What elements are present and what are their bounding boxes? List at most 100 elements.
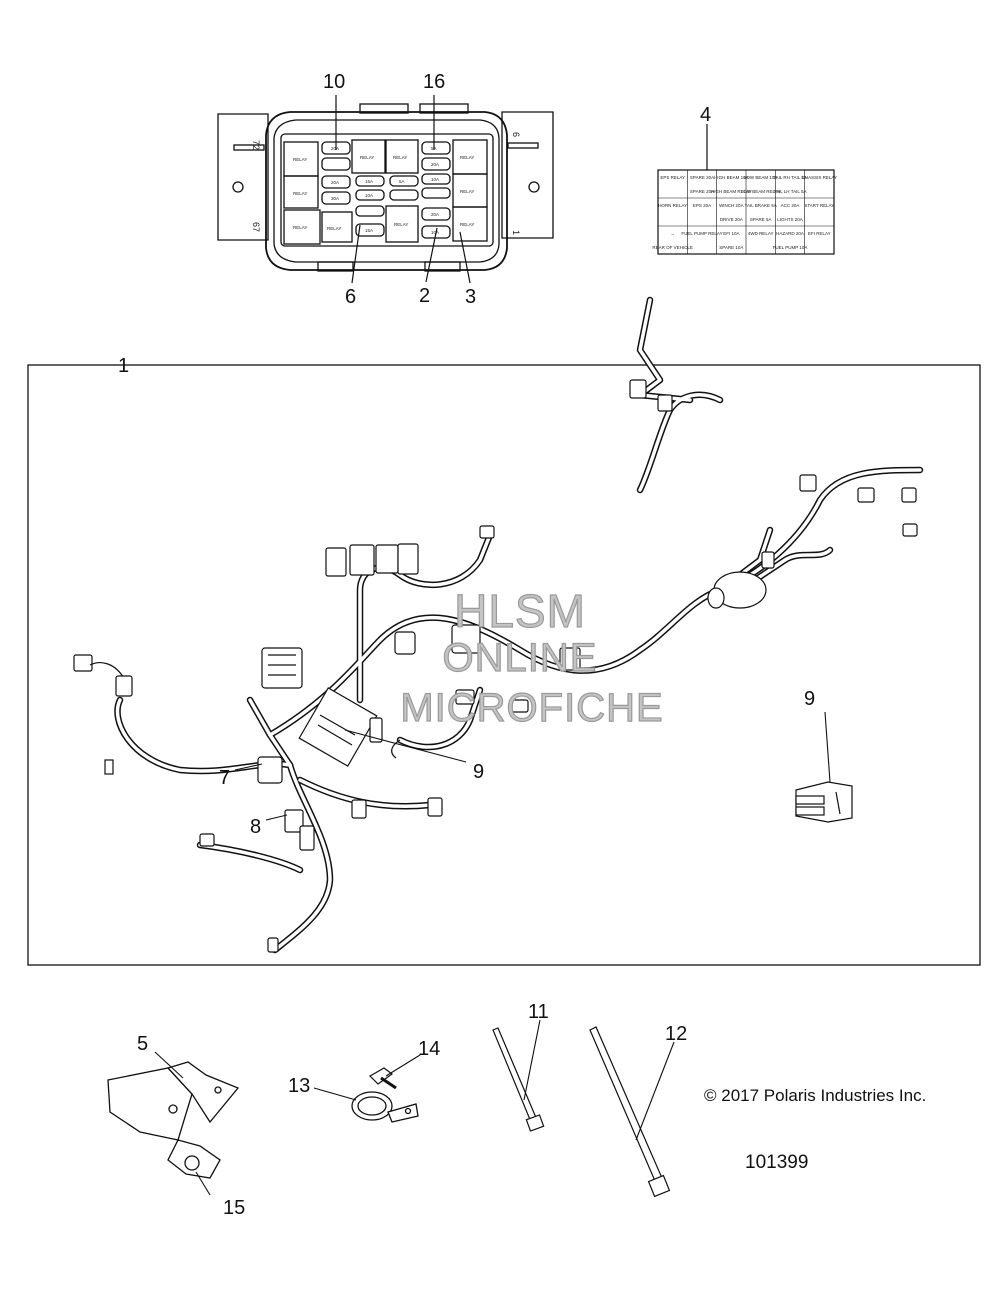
callout-8: 8 — [250, 816, 261, 838]
fuse-label: 20A — [331, 180, 339, 185]
connector — [325, 547, 347, 577]
connector — [629, 379, 647, 399]
cable-tie-short — [492, 1027, 545, 1132]
fuse-chart-cell: SPARE 5A — [750, 217, 772, 222]
fuse-chart-cell: → — [670, 231, 675, 236]
connector — [397, 543, 419, 575]
connector — [451, 624, 481, 654]
connector — [369, 717, 383, 743]
connector — [427, 797, 443, 817]
callout-3: 3 — [465, 286, 476, 308]
fuse-chart-cell: START RELAY — [804, 203, 834, 208]
fuse-puller — [795, 781, 853, 823]
callout-15: 15 — [223, 1197, 245, 1219]
edge-label-67: 67 — [251, 222, 261, 232]
connector — [902, 523, 918, 537]
ecu-module — [298, 687, 378, 767]
connector-7 — [257, 756, 283, 784]
relay-label: RELAY — [460, 222, 474, 227]
callout-14: 14 — [418, 1038, 440, 1060]
fuse-chart-cell: EPS 20A — [693, 203, 711, 208]
connector — [479, 525, 495, 539]
fuse-chart-cell: FUEL PUMP RELAY — [681, 231, 722, 236]
callout-10: 10 — [323, 71, 345, 93]
wire-harness — [114, 296, 924, 954]
fuse-label: 15A — [365, 228, 373, 233]
callout-7: 7 — [219, 767, 230, 789]
fuse-chart-cell: EFI 10A — [723, 231, 739, 236]
edge-label-1: 1 — [511, 230, 521, 235]
clamp — [351, 1091, 419, 1123]
fuse-chart-cell: TAIL RH TAIL 5A — [773, 175, 807, 180]
harness-frame — [27, 364, 981, 966]
fuse-chart-cell: SPARE 10A — [719, 245, 743, 250]
connector — [351, 799, 367, 819]
connector-8 — [284, 809, 304, 833]
connector — [349, 544, 375, 576]
connector — [375, 544, 399, 574]
relay-label: RELAY — [460, 189, 474, 194]
connector — [511, 699, 529, 713]
relay-label: RELAY — [394, 222, 408, 227]
fuse-chart-cell: FUEL PUMP 10A — [773, 245, 808, 250]
fuse-chart-cell: LOW BEAM 10A — [744, 175, 778, 180]
connector — [104, 759, 114, 775]
connector — [267, 937, 279, 953]
callout-2: 2 — [419, 285, 430, 307]
callout-9-harness: 9 — [473, 761, 484, 783]
harness-leaders — [234, 711, 831, 821]
part-number: 101399 — [745, 1152, 809, 1173]
cable-tie-long — [589, 1026, 671, 1198]
fuse-chart-cell: SPARE 20A — [690, 189, 714, 194]
fuse-chart-cell: LOW BEAM RELAY — [741, 189, 781, 194]
bolt — [369, 1067, 397, 1090]
callout-4: 4 — [700, 104, 711, 126]
fuse-chart-cell: TAIL LH TAIL 5A — [774, 189, 807, 194]
fuse-chart-cell: REAR OF VEHICLE — [652, 245, 693, 250]
fuse-label: 30A — [331, 196, 339, 201]
fuse-label: 10A — [365, 193, 373, 198]
fuse-chart-cell: HAZARD 20A — [776, 231, 804, 236]
fuse-label: 20A — [431, 162, 439, 167]
connector — [657, 394, 673, 412]
callout-6: 6 — [345, 286, 356, 308]
callout-11: 11 — [528, 1001, 549, 1023]
fuse-chart-cell: LIGHTS 20A — [777, 217, 803, 222]
callout-5: 5 — [137, 1033, 148, 1055]
relay-label: RELAY — [393, 155, 407, 160]
parts-leaders — [154, 1019, 675, 1196]
connector — [799, 474, 817, 492]
fuse-chart-cell: HIGH BEAM RELAY — [711, 189, 752, 194]
copyright-notice: © 2017 Polaris Industries Inc. — [704, 1086, 927, 1105]
fuse-chart-cell: ACC 20A — [781, 203, 800, 208]
callout-16: 16 — [423, 71, 445, 93]
fuse-box-leaders — [335, 95, 708, 284]
fuse-chart-cell: EFI RELAY — [808, 231, 831, 236]
edge-label-72: 72 — [251, 140, 261, 150]
connector — [199, 833, 215, 847]
fuse-chart-cell: CHASSIS RELAY — [802, 175, 837, 180]
fuse-chart-cell: HIGH BEAM 10A — [714, 175, 749, 180]
fuse-chart-cell: 4WD RELAY — [748, 231, 774, 236]
callout-13: 13 — [288, 1075, 310, 1097]
callout-1: 1 — [118, 355, 129, 377]
connector — [559, 647, 581, 671]
callout-9-puller: 9 — [804, 688, 815, 710]
callout-12: 12 — [665, 1023, 687, 1045]
connector — [761, 551, 775, 569]
relay-label: RELAY — [360, 155, 374, 160]
fuse-label: 15A — [365, 179, 373, 184]
fuse-chart-cell: SPARE 20A — [690, 175, 714, 180]
fuse-box-text: 72 67 6 1 RELAY RELAY RELAY RELAY RELAY … — [251, 132, 521, 235]
connector — [299, 825, 315, 851]
connector — [115, 675, 133, 697]
connector — [394, 631, 416, 655]
fuse-box — [217, 103, 554, 272]
fuse-label: 20A — [431, 212, 439, 217]
connector — [455, 689, 475, 705]
relay-label: RELAY — [293, 191, 307, 196]
connector — [857, 487, 875, 503]
